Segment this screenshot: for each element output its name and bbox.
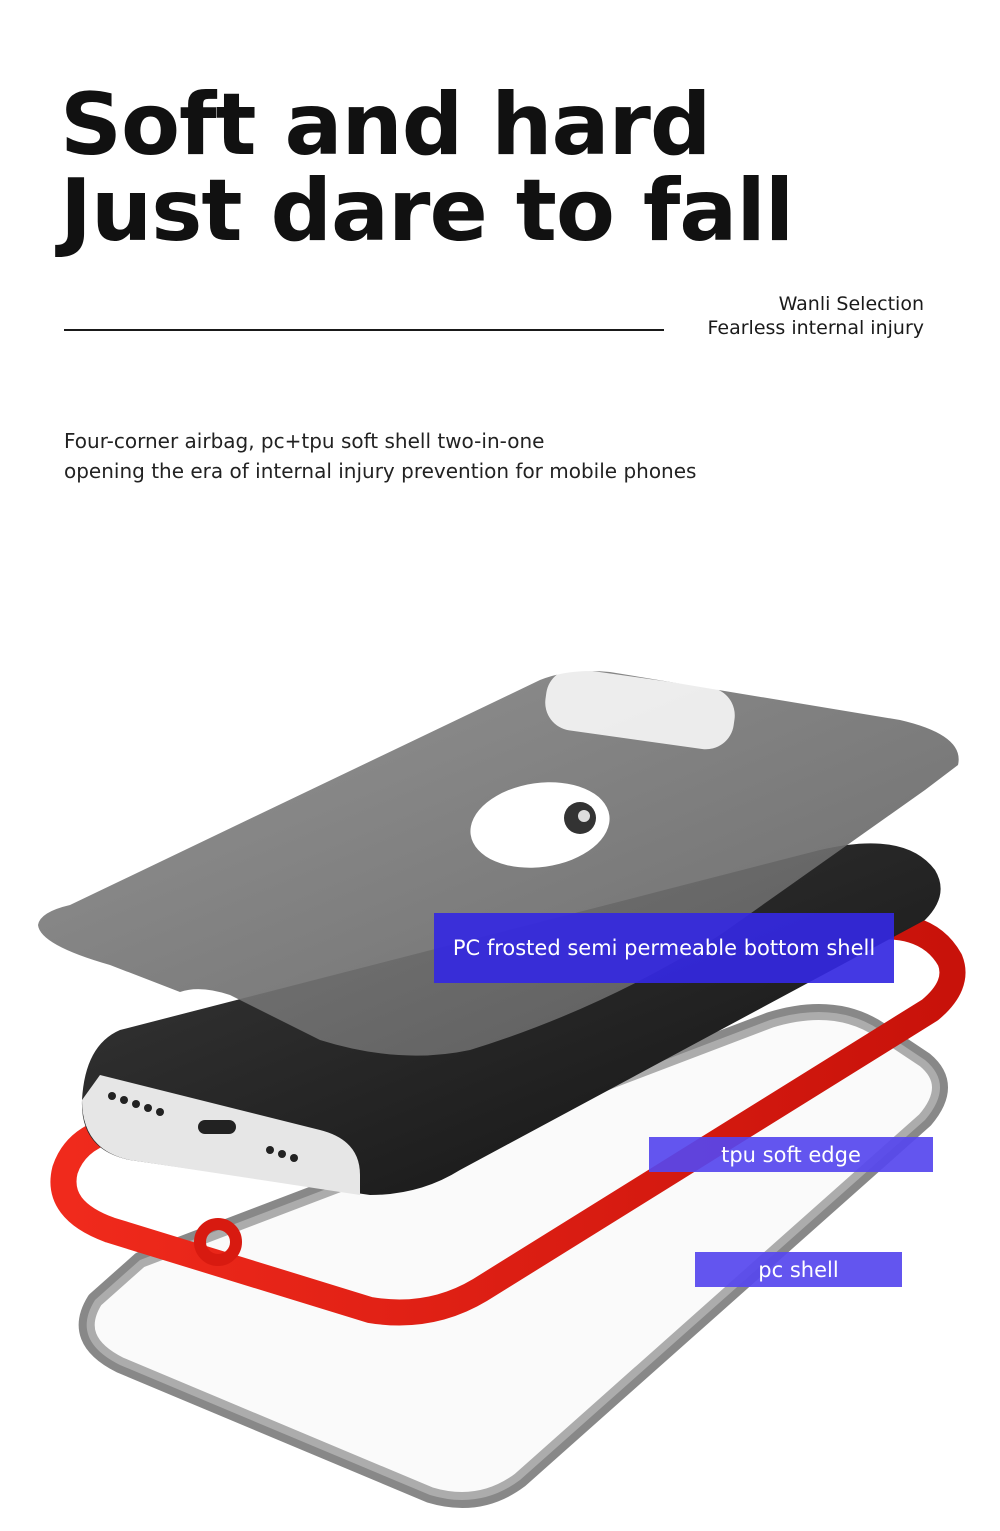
product-exploded-view (0, 640, 1000, 1520)
divider-line (64, 329, 664, 331)
callout-soft-edge: tpu soft edge (649, 1137, 933, 1172)
headline-line-1: Soft and hard (60, 75, 711, 175)
headline-line-2: Just dare to fall (60, 161, 794, 261)
phone-case-illustration (38, 668, 966, 1508)
tpu-soft-edge (50, 913, 966, 1326)
headline: Soft and hard Just dare to fall (60, 75, 794, 261)
brand-tagline: Fearless internal injury (707, 317, 924, 339)
intro-line-2: opening the era of internal injury preve… (64, 459, 697, 483)
callout-pc-shell: pc shell (695, 1252, 902, 1287)
intro-text: Four-corner airbag, pc+tpu soft shell tw… (64, 426, 696, 486)
frosted-bottom-shell (38, 668, 959, 1056)
intro-line-1: Four-corner airbag, pc+tpu soft shell tw… (64, 429, 545, 453)
brand-name: Wanli Selection (778, 293, 924, 315)
brand-block: Wanli Selection Fearless internal injury (708, 292, 924, 340)
callout-bottom-shell: PC frosted semi permeable bottom shell (434, 913, 894, 983)
